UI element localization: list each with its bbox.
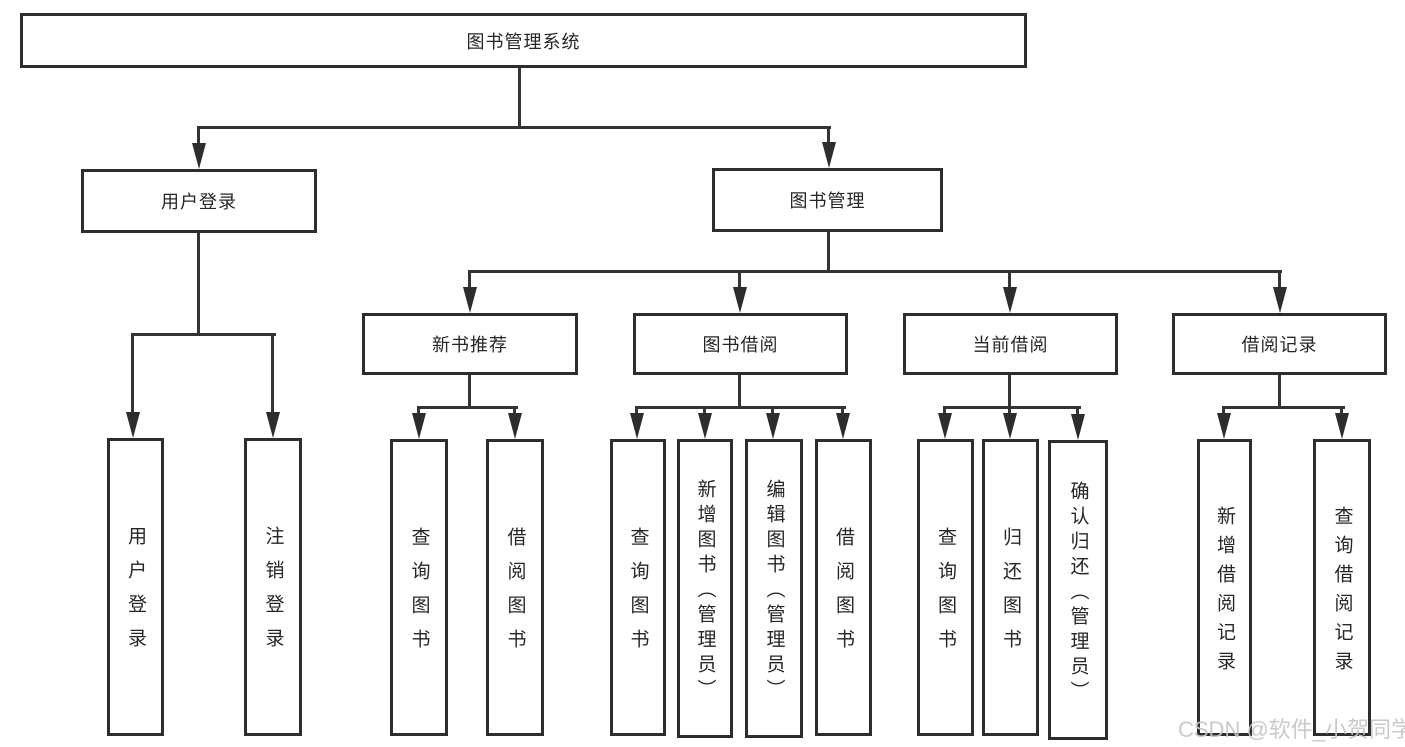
- leaf-query-books-3-label: 查询图书: [935, 526, 956, 663]
- leaf-borrow-books-1: 借阅图书: [486, 439, 544, 736]
- leaf-add-borrow-record: 新增借阅记录: [1197, 439, 1252, 736]
- connector-leaf-login-drop: [131, 333, 134, 415]
- leaf-borrow-books-1-label: 借阅图书: [504, 526, 526, 663]
- arrow-to-currentborrow: [1003, 287, 1017, 313]
- connector-records-drop: [1278, 270, 1281, 290]
- node-book-management: 图书管理: [712, 168, 943, 232]
- arrow-to-bb-leaf3: [766, 413, 780, 439]
- arrow-to-bb-leaf2: [698, 413, 712, 439]
- arrow-to-newbook: [463, 287, 477, 313]
- arrow-to-user-login: [192, 143, 206, 169]
- connector-records-stem: [1278, 375, 1281, 409]
- leaf-logout: 注销登录: [244, 438, 302, 736]
- leaf-query-books-3: 查询图书: [917, 439, 974, 736]
- arrow-to-records: [1273, 287, 1287, 313]
- leaf-add-borrow-record-label: 新增借阅记录: [1214, 505, 1235, 680]
- connector-newbook-drop: [468, 270, 471, 290]
- connector-newbook-bus: [417, 406, 518, 409]
- leaf-borrow-books-2: 借阅图书: [815, 439, 872, 736]
- leaf-return-books-label: 归还图书: [1000, 526, 1021, 663]
- node-user-login-label: 用户登录: [161, 192, 237, 212]
- connector-newbook-stem: [468, 375, 471, 409]
- connector-currentborrow-bus: [943, 406, 1081, 409]
- node-current-borrowing: 当前借阅: [903, 313, 1118, 375]
- connector-currentborrow-drop: [1008, 270, 1011, 290]
- connector-currentborrow-stem: [1008, 375, 1011, 409]
- connector-user-login-bus: [131, 333, 276, 336]
- connector-nb-leaf2-drop: [513, 406, 516, 418]
- arrow-to-leaf-login: [126, 412, 140, 438]
- arrow-to-br-leaf2: [1335, 413, 1349, 439]
- arrow-to-cb-leaf3: [1071, 414, 1085, 440]
- node-root-label: 图书管理系统: [466, 31, 581, 52]
- leaf-return-books: 归还图书: [982, 439, 1039, 736]
- node-borrowing-records: 借阅记录: [1172, 313, 1387, 375]
- leaf-query-borrow-record: 查询借阅记录: [1313, 439, 1371, 736]
- leaf-user-login: 用户登录: [107, 438, 164, 736]
- connector-level2-bus: [468, 270, 1282, 273]
- arrow-to-leaf-logout: [266, 412, 280, 438]
- leaf-query-books-1: 查询图书: [390, 439, 448, 736]
- connector-bb-leaf1-drop: [635, 406, 638, 418]
- connector-book-mgmt-stem: [827, 232, 830, 272]
- leaf-query-books-2: 查询图书: [610, 439, 666, 736]
- leaf-add-books-admin: 新增图书（管理员）: [677, 439, 733, 738]
- leaf-confirm-return-admin-label: 确认归还（管理员）: [1067, 480, 1089, 706]
- arrow-to-nb-leaf2: [508, 413, 522, 439]
- connector-records-bus: [1222, 406, 1345, 409]
- arrow-to-cb-leaf2: [1003, 413, 1017, 439]
- connector-bb-leaf2-drop: [703, 406, 706, 418]
- arrow-to-cb-leaf1: [938, 413, 952, 439]
- node-root: 图书管理系统: [20, 13, 1027, 68]
- connector-cb-leaf1-drop: [943, 406, 946, 418]
- leaf-logout-label: 注销登录: [262, 526, 284, 662]
- leaf-edit-books-admin-label: 编辑图书（管理员）: [763, 479, 785, 704]
- leaf-user-login-label: 用户登录: [125, 526, 146, 662]
- leaf-add-books-admin-label: 新增图书（管理员）: [694, 479, 716, 704]
- arrow-to-nb-leaf1: [412, 413, 426, 439]
- arrow-to-bb-leaf1: [630, 413, 644, 439]
- connector-br-leaf2-drop: [1340, 406, 1343, 418]
- node-borrowing-records-label: 借阅记录: [1241, 335, 1318, 355]
- connector-cb-leaf2-drop: [1008, 406, 1011, 418]
- node-new-book-recommend-label: 新书推荐: [432, 335, 508, 355]
- node-current-borrowing-label: 当前借阅: [972, 335, 1049, 355]
- connector-bb-leaf4-drop: [841, 406, 844, 418]
- connector-user-login-stem: [197, 233, 200, 335]
- leaf-query-books-2-label: 查询图书: [627, 526, 649, 663]
- connector-cb-leaf3-drop: [1076, 406, 1079, 418]
- connector-bookborrow-drop: [738, 270, 741, 290]
- node-user-login: 用户登录: [81, 169, 317, 233]
- connector-bb-leaf3-drop: [771, 406, 774, 418]
- leaf-query-borrow-record-label: 查询借阅记录: [1331, 505, 1353, 680]
- leaf-query-books-1-label: 查询图书: [408, 526, 430, 663]
- connector-bookborrow-bus: [635, 406, 846, 409]
- arrow-to-br-leaf1: [1217, 413, 1231, 439]
- connector-book-mgmt-drop: [827, 126, 830, 150]
- arrow-to-bb-leaf4: [836, 413, 850, 439]
- node-book-borrowing: 图书借阅: [633, 313, 848, 375]
- node-book-borrowing-label: 图书借阅: [702, 335, 779, 355]
- leaf-edit-books-admin: 编辑图书（管理员）: [745, 439, 803, 738]
- connector-bookborrow-stem: [738, 375, 741, 409]
- connector-level1-bus: [197, 126, 831, 129]
- connector-user-login-drop: [197, 126, 200, 150]
- csdn-watermark: CSDN @软件_小贺同学: [1178, 717, 1405, 742]
- node-new-book-recommend: 新书推荐: [362, 313, 578, 375]
- connector-nb-leaf1-drop: [417, 406, 420, 418]
- connector-root-stem: [518, 68, 521, 128]
- connector-br-leaf1-drop: [1222, 406, 1225, 418]
- node-book-management-label: 图书管理: [789, 191, 866, 211]
- arrow-to-bookborrow: [733, 287, 747, 313]
- connector-leaf-logout-drop: [271, 333, 274, 415]
- leaf-confirm-return-admin: 确认归还（管理员）: [1048, 440, 1108, 740]
- arrow-to-book-mgmt: [822, 142, 836, 168]
- leaf-borrow-books-2-label: 借阅图书: [833, 526, 854, 663]
